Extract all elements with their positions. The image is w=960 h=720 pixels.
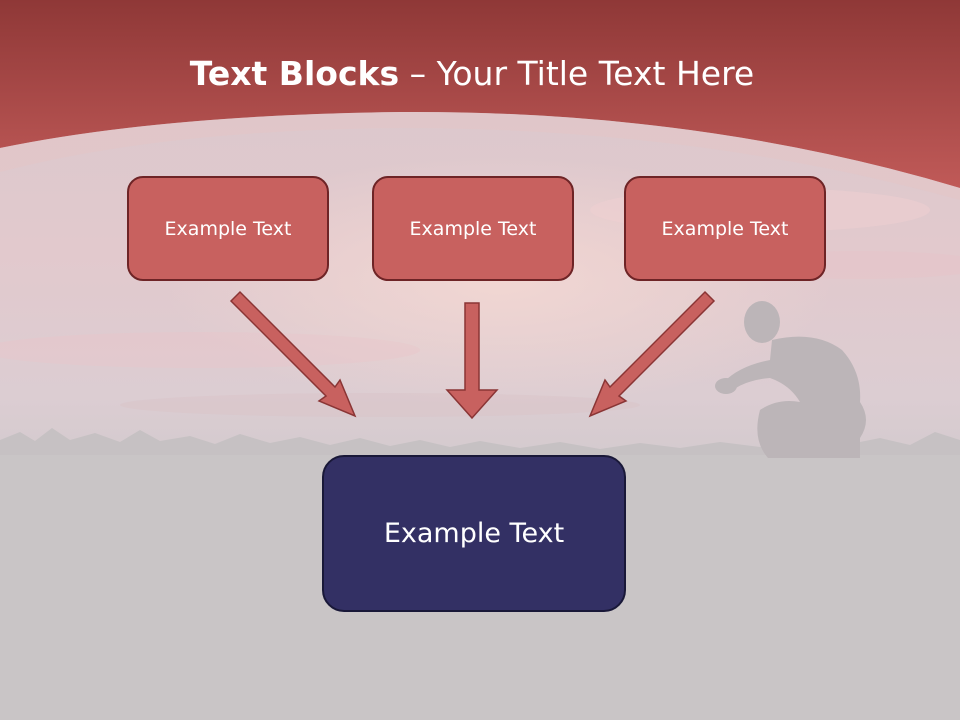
title-regular-text: Your Title Text Here	[436, 54, 755, 93]
arrow-right-diagonal	[588, 290, 716, 418]
bottom-box[interactable]: Example Text	[322, 455, 626, 612]
top-box-right[interactable]: Example Text	[624, 176, 826, 281]
top-box-left[interactable]: Example Text	[127, 176, 329, 281]
arrow-center-down	[445, 302, 499, 420]
slide-title: Text Blocks – Your Title Text Here	[0, 52, 944, 96]
top-box-right-label: Example Text	[661, 217, 789, 240]
top-box-center-label: Example Text	[409, 217, 537, 240]
top-box-left-label: Example Text	[164, 217, 292, 240]
arrow-left-diagonal	[229, 290, 357, 418]
title-dash: –	[399, 54, 437, 93]
kneeling-figure	[715, 301, 866, 458]
top-box-center[interactable]: Example Text	[372, 176, 574, 281]
bottom-box-label: Example Text	[383, 518, 565, 549]
title-bold-text: Text Blocks	[189, 54, 400, 93]
